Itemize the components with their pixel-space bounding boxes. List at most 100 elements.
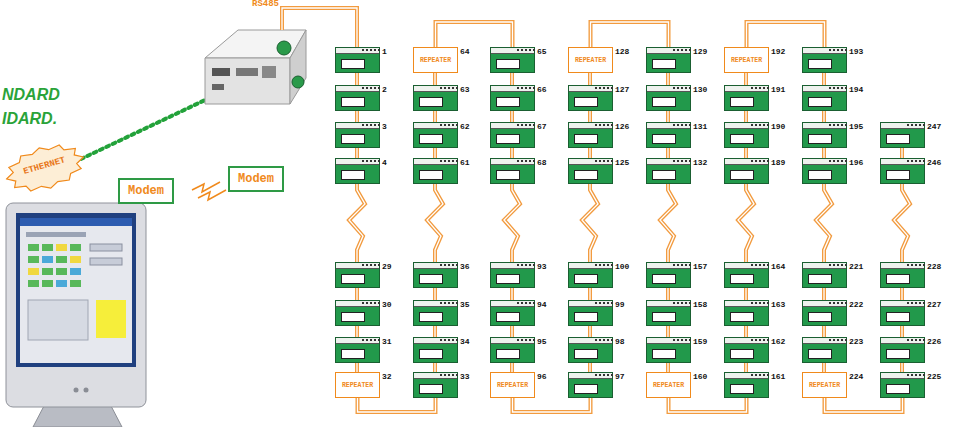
device-number: 36: [460, 262, 470, 271]
terminal-dot: [689, 49, 691, 51]
terminal-dot: [525, 49, 527, 51]
device-strip: [414, 123, 457, 129]
terminal-dot: [829, 339, 831, 341]
device-node: 189: [724, 158, 794, 184]
device-number: 65: [537, 47, 547, 56]
device-node: 34: [413, 337, 483, 363]
terminal-dot: [378, 339, 380, 341]
terminal-dot: [923, 264, 925, 266]
terminal-dot: [440, 374, 442, 376]
terminal-dot: [755, 124, 757, 126]
device-number: 164: [771, 262, 785, 271]
device-node: 196: [802, 158, 872, 184]
device-number: 226: [927, 337, 941, 346]
repeater-label: REPEATER: [653, 382, 684, 389]
terminal-dot: [362, 49, 364, 51]
terminal-dot: [440, 160, 442, 162]
device-node: 157: [646, 262, 716, 288]
device-number: 3: [382, 122, 387, 131]
device-node: 63: [413, 85, 483, 111]
bus-line: [513, 398, 591, 412]
terminal-dot: [517, 160, 519, 162]
device-node: 131: [646, 122, 716, 148]
device-node: 247: [880, 122, 950, 148]
terminal-dot: [755, 374, 757, 376]
device-module: [724, 262, 769, 288]
terminal-dot: [755, 87, 757, 89]
device-number: 157: [693, 262, 707, 271]
device-number: 190: [771, 122, 785, 131]
device-node: 163: [724, 300, 794, 326]
device-strip: [491, 301, 534, 307]
device-strip: [569, 338, 612, 344]
terminal-dot: [833, 302, 835, 304]
display-window: [574, 349, 598, 359]
display-window: [496, 170, 520, 180]
repeater-node: REPEATER224: [802, 372, 872, 398]
device-strip: [647, 159, 690, 165]
device-strip: [803, 159, 846, 165]
device-number: 126: [615, 122, 629, 131]
device-number: 93: [537, 262, 547, 271]
terminal-dot: [525, 302, 527, 304]
terminal-dot: [611, 339, 613, 341]
device-number: 246: [927, 158, 941, 167]
terminal-dot: [456, 302, 458, 304]
terminal-dot: [611, 124, 613, 126]
terminal-dot: [759, 160, 761, 162]
device-strip: [647, 263, 690, 269]
device-module: [724, 122, 769, 148]
standard-text: IDARD.: [2, 110, 57, 128]
device-node: 93: [490, 262, 560, 288]
display-window: [808, 170, 832, 180]
bus-line: [591, 22, 669, 47]
terminal-dot: [763, 339, 765, 341]
terminal-dot: [837, 339, 839, 341]
terminal-dot: [841, 264, 843, 266]
repeater-node: REPEATER160: [646, 372, 716, 398]
device-module: [413, 158, 458, 184]
ethernet-badge: ETHERNET: [0, 136, 90, 201]
device-module: [646, 262, 691, 288]
repeater-box: REPEATER: [490, 372, 535, 398]
terminal-dot: [378, 160, 380, 162]
terminal-dot: [763, 374, 765, 376]
terminal-dot: [681, 49, 683, 51]
terminal-dot: [755, 302, 757, 304]
device-module: [490, 158, 535, 184]
terminal-dot: [456, 124, 458, 126]
terminal-dot: [689, 302, 691, 304]
device-strip: [569, 263, 612, 269]
terminal-dot: [595, 160, 597, 162]
terminal-dot: [595, 339, 597, 341]
terminal-dot: [911, 124, 913, 126]
terminal-dot: [607, 160, 609, 162]
device-module: [490, 85, 535, 111]
device-node: 126: [568, 122, 638, 148]
device-strip: [803, 338, 846, 344]
device-module: [880, 300, 925, 326]
terminal-dot: [521, 264, 523, 266]
device-strip: [336, 159, 379, 165]
device-node: 228: [880, 262, 950, 288]
terminal-dot: [919, 124, 921, 126]
terminal-dot: [529, 124, 531, 126]
terminal-dot: [673, 339, 675, 341]
device-number: 128: [615, 47, 629, 56]
terminal-dot: [378, 124, 380, 126]
device-module: [880, 337, 925, 363]
device-module: [802, 300, 847, 326]
device-module: [646, 85, 691, 111]
device-strip: [414, 338, 457, 344]
terminal-dot: [378, 264, 380, 266]
display-window: [808, 59, 832, 69]
device-strip: [569, 123, 612, 129]
display-window: [341, 134, 365, 144]
device-number: 221: [849, 262, 863, 271]
display-window: [341, 170, 365, 180]
display-window: [808, 312, 832, 322]
display-window: [652, 59, 676, 69]
device-node: 29: [335, 262, 405, 288]
device-strip: [414, 373, 457, 379]
terminal-dot: [919, 302, 921, 304]
